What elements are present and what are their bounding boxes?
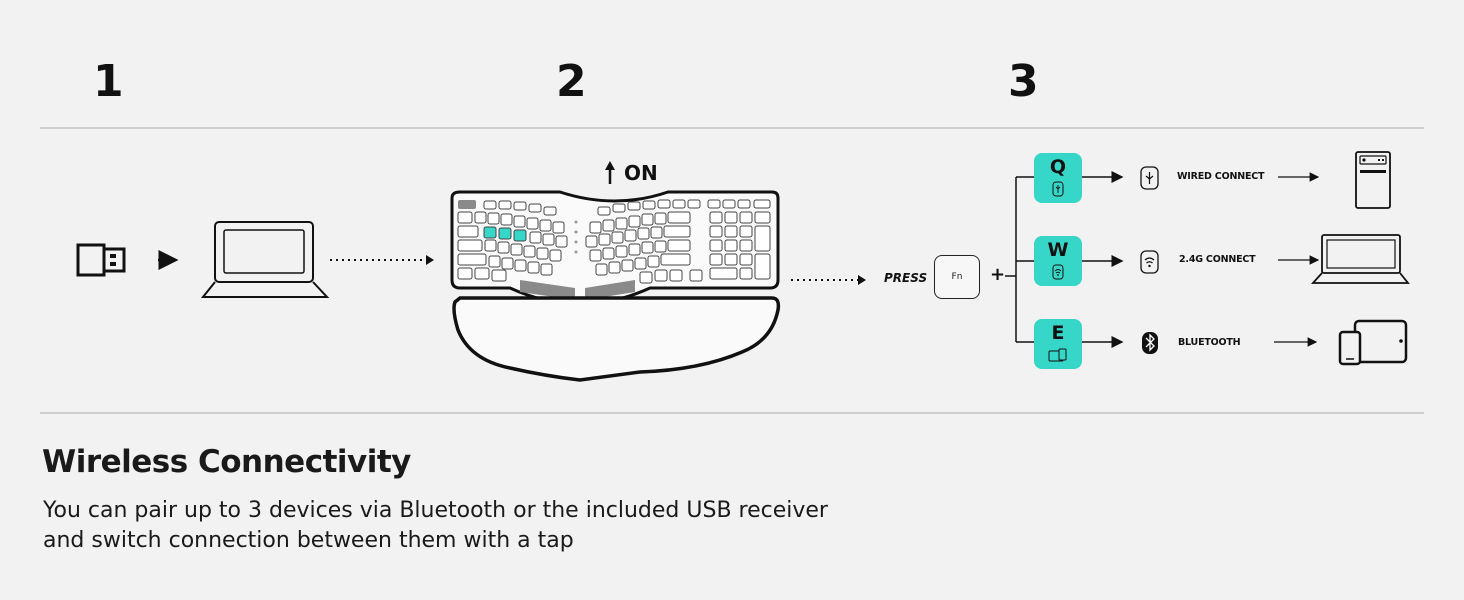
bottom-divider <box>40 412 1424 414</box>
power-on-label: ON <box>624 161 658 185</box>
step-number-3: 3 <box>1008 56 1039 107</box>
key-w-letter: W <box>1047 239 1069 261</box>
power-up-arrow-icon <box>605 161 615 184</box>
laptop-device-icon <box>1310 234 1410 284</box>
24g-connect-label: 2.4G CONNECT <box>1179 254 1256 265</box>
wifi-small-icon <box>1052 264 1064 280</box>
key-e-letter: E <box>1051 322 1065 344</box>
step-number-2: 2 <box>556 56 587 107</box>
usb-icon <box>1140 166 1159 190</box>
bluetooth-icon <box>1142 332 1158 354</box>
laptop-icon <box>200 221 330 298</box>
section-heading: Wireless Connectivity <box>42 444 411 480</box>
fn-key: Fn <box>934 255 980 299</box>
press-label: PRESS <box>884 271 928 285</box>
wired-connect-label: WIRED CONNECT <box>1177 171 1265 182</box>
key-q-wired: Q <box>1034 153 1082 203</box>
description-line-2: and switch connection between them with … <box>43 528 574 553</box>
tablet-phone-icon <box>1338 319 1408 366</box>
top-divider <box>40 127 1424 129</box>
desktop-tower-icon <box>1355 151 1391 209</box>
bluetooth-label: BLUETOOTH <box>1178 337 1241 348</box>
branch-lines <box>1005 176 1034 343</box>
usb-receiver-icon <box>76 243 126 277</box>
devices-small-icon <box>1048 348 1067 362</box>
step-number-1: 1 <box>93 56 124 107</box>
key-q-letter: Q <box>1049 156 1067 178</box>
section-description: You can pair up to 3 devices via Bluetoo… <box>43 496 943 556</box>
key-e-bluetooth: E <box>1034 319 1082 369</box>
plus-sign: + <box>990 264 1006 285</box>
wifi-icon <box>1140 250 1159 274</box>
connection-diagram <box>76 151 1410 382</box>
description-line-1: You can pair up to 3 devices via Bluetoo… <box>43 498 828 523</box>
fn-key-label: Fn <box>951 272 963 282</box>
key-w-24g: W <box>1034 236 1082 286</box>
ergonomic-keyboard-illustration <box>450 190 781 382</box>
usb-small-icon <box>1052 181 1064 197</box>
